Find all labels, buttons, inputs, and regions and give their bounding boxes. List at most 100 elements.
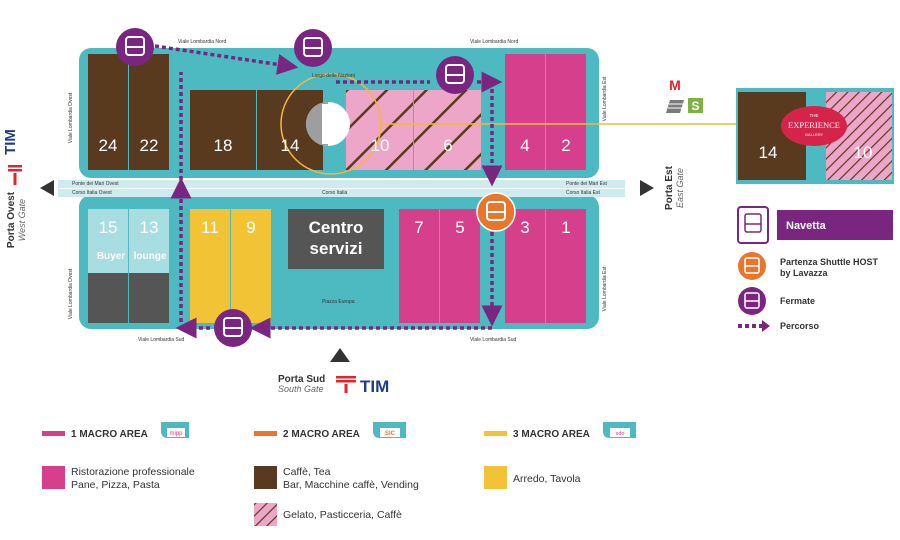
experience-gallery-logo: THE EXPERIENCE GALLERY	[781, 106, 847, 146]
road-label: Ponte dei Mari Ovest	[72, 181, 119, 187]
hall-22[interactable]	[129, 54, 169, 170]
east-gate-name: Porta Est	[664, 165, 675, 210]
hall-label: 22	[140, 136, 159, 155]
hall-4[interactable]	[505, 54, 545, 170]
hall-13[interactable]	[129, 209, 169, 273]
hall-label: 18	[214, 136, 233, 155]
hall-24[interactable]	[88, 54, 128, 170]
partenza-label-line2: by Lavazza	[780, 268, 829, 278]
hall-7[interactable]	[399, 209, 439, 323]
road-label: Viale Lombardia Est	[602, 266, 608, 311]
mipp-badge-icon: mipp	[161, 422, 189, 438]
centro-servizi[interactable]	[288, 209, 384, 269]
category-caffe-swatch	[254, 466, 277, 489]
svg-text:sdo: sdo	[616, 431, 625, 437]
train-icon	[666, 100, 684, 113]
bus-stop-icon[interactable]	[116, 28, 154, 66]
hall-label: 2	[561, 136, 570, 155]
navetta-legend-icon	[737, 206, 769, 244]
svg-text:mipp: mipp	[169, 431, 183, 437]
tim-logo-west-icon	[8, 165, 22, 185]
macro-area-2-label: 2 MACRO AREA	[283, 429, 360, 440]
suburban-rail-icon: S	[688, 98, 703, 113]
svg-text:THE: THE	[810, 113, 819, 118]
bus-stop-icon[interactable]	[436, 56, 474, 94]
hall-13-lower	[129, 273, 169, 323]
sdo-badge-icon: sdo	[603, 422, 636, 438]
macro-area-3-label: 3 MACRO AREA	[513, 429, 590, 440]
hall-label: 11	[201, 218, 219, 237]
navetta-legend-bar	[777, 210, 893, 240]
road-label: Piazza Europa	[322, 299, 355, 305]
tim-brand-west: TIM	[2, 129, 19, 155]
road-label: Viale Lombardia Ovest	[68, 92, 74, 143]
macro-area-1-label: 1 MACRO AREA	[71, 429, 148, 440]
percorso-legend-icon	[738, 320, 770, 332]
svg-text:M: M	[669, 77, 681, 93]
svg-text:GALLERY: GALLERY	[805, 132, 824, 137]
fermate-label: Fermate	[780, 296, 815, 306]
hall-1[interactable]	[546, 209, 586, 323]
bus-stop-icon[interactable]	[214, 309, 252, 347]
south-gate-name: Porta Sud	[278, 374, 325, 385]
road-label: Viale Lombardia Est	[602, 76, 608, 121]
category-arredo-swatch	[484, 466, 507, 489]
fermate-legend-icon	[738, 287, 766, 315]
road-label: Corso Italia Ovest	[72, 190, 112, 196]
road-label: Viale Lombardia Nord	[470, 39, 518, 45]
tim-brand-south: TIM	[360, 377, 389, 396]
tim-logo-south-icon	[336, 376, 356, 393]
navetta-label: Navetta	[786, 220, 827, 232]
hall-label: 4	[520, 136, 529, 155]
category-gelato-line1: Gelato, Pasticceria, Caffè	[283, 509, 402, 521]
hall-3[interactable]	[505, 209, 545, 323]
hall-18[interactable]	[190, 90, 256, 170]
hall-label: 10	[371, 136, 390, 155]
hall-15[interactable]	[88, 209, 128, 273]
west-gate-name: Porta Ovest	[6, 191, 17, 248]
macro-area-2-swatch	[254, 431, 277, 436]
hall-label: 9	[246, 218, 255, 237]
partenza-legend-icon	[738, 252, 766, 280]
percorso-label: Percorso	[780, 321, 820, 331]
hall-5[interactable]	[440, 209, 480, 323]
category-ristorazione-line2: Pane, Pizza, Pasta	[71, 479, 160, 491]
buyer-label: Buyer	[97, 251, 125, 262]
road-label: Viale Lombardia Sud	[138, 337, 185, 343]
centro-servizi-line1: Centro	[309, 218, 364, 237]
east-gate-sub: East Gate	[675, 168, 685, 208]
shuttle-route	[154, 44, 503, 339]
macro-area-1-swatch	[42, 431, 65, 436]
south-gate-sub: South Gate	[278, 384, 324, 394]
partenza-label-line1: Partenza Shuttle HOST	[780, 257, 879, 267]
hall-label: 6	[443, 136, 452, 155]
experience-hall-label: 10	[854, 143, 873, 162]
hall-15-lower	[88, 273, 128, 323]
hall-label: 7	[414, 218, 423, 237]
hall-2[interactable]	[546, 54, 586, 170]
macro-area-3-swatch	[484, 431, 507, 436]
west-gate-arrow-icon	[40, 180, 54, 196]
hall-6[interactable]	[414, 90, 481, 170]
category-gelato-swatch	[254, 503, 277, 526]
east-gate-arrow-icon	[640, 180, 654, 196]
category-caffe-line1: Caffè, Tea	[283, 466, 331, 478]
svg-text:S: S	[691, 99, 699, 113]
shuttle-departure-icon[interactable]	[476, 192, 516, 232]
hall-label: 13	[140, 218, 159, 237]
sic-badge-icon: SIC	[373, 422, 406, 438]
hall-10[interactable]	[346, 90, 413, 170]
hall-label: 1	[561, 218, 570, 237]
bus-stop-icon[interactable]	[294, 29, 332, 67]
hall-9[interactable]	[231, 209, 271, 323]
category-arredo-line1: Arredo, Tavola	[513, 473, 581, 485]
west-gate-sub: West Gate	[17, 199, 27, 241]
hall-label: 24	[99, 136, 118, 155]
category-ristorazione-line1: Ristorazione professionale	[71, 466, 195, 478]
category-caffe-line2: Bar, Macchine caffè, Vending	[283, 479, 419, 491]
road-label: Ponte dei Mari Est	[566, 181, 607, 187]
metro-icon: M	[668, 77, 682, 93]
svg-text:EXPERIENCE: EXPERIENCE	[788, 120, 840, 130]
hall-11[interactable]	[190, 209, 230, 323]
